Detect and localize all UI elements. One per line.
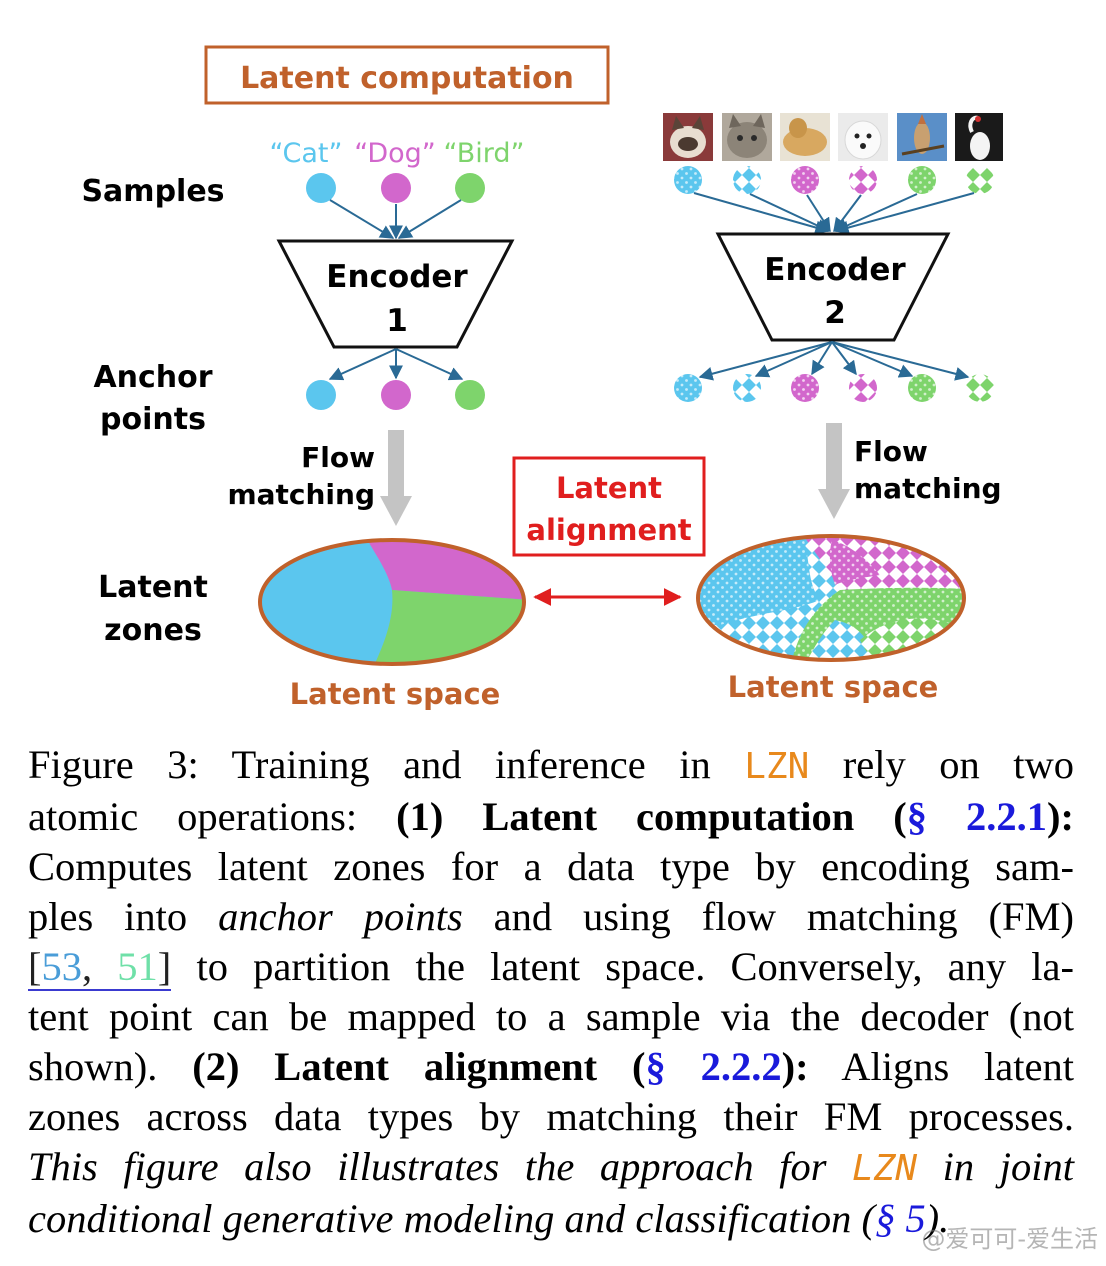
- svg-text:Latent: Latent: [556, 471, 662, 505]
- svg-text:2: 2: [824, 295, 846, 331]
- svg-text:1: 1: [386, 303, 408, 339]
- watermark: @爱可可-爱生活: [921, 1225, 1098, 1253]
- sample-dot-cat: [306, 173, 336, 203]
- section-link-5[interactable]: § 5: [874, 1196, 926, 1241]
- svg-text:Encoder: Encoder: [326, 259, 468, 295]
- anchor-dot-cat-photo-2: [733, 374, 761, 402]
- caption-line-6: tent point can be mapped to a sample via…: [28, 994, 1074, 1039]
- anchor-dot-bird: [455, 380, 485, 410]
- caption-line-10: conditional generative modeling and clas…: [28, 1196, 950, 1241]
- cat-photo-2: [722, 113, 772, 161]
- anchor-dot-bird-photo-2: [966, 374, 994, 402]
- sample-dot-cat-photo-2: [733, 166, 761, 194]
- bird-photo-2: [955, 113, 1003, 161]
- caption-line-5: [53, 51] to partition the latent space. …: [28, 944, 1075, 991]
- encoder-1: Encoder 1: [276, 239, 515, 349]
- lzn-name: LZN: [744, 746, 810, 787]
- citation-link[interactable]: [53, 51]: [28, 944, 172, 991]
- caption-line-4: ples into anchor points and using flow m…: [28, 894, 1074, 939]
- anchor-points-label-2: points: [100, 402, 206, 437]
- anchor-dot-dog: [381, 380, 411, 410]
- flow-matching-left-label: Flow: [301, 441, 375, 474]
- sample-dot-bird-photo-1: [908, 166, 936, 194]
- section-link-2-2-2[interactable]: § 2.2.2: [645, 1044, 782, 1089]
- figure-diagram: Latent computation Samples Anchor points…: [81, 45, 1003, 711]
- encoder-2: Encoder 2: [715, 232, 951, 342]
- caption-line-8: zones across data types by matching thei…: [28, 1094, 1074, 1139]
- sample-label-bird: “Bird”: [444, 138, 525, 169]
- caption-line-7: shown). (2) Latent alignment (§ 2.2.2): …: [28, 1044, 1075, 1089]
- anchor-dot-cat-photo-1: [674, 374, 702, 402]
- encoder2-input-arrows: [693, 192, 975, 235]
- caption-line-1: Figure 3: Training and inference in LZN …: [28, 742, 1074, 787]
- latent-space-left: [258, 538, 526, 666]
- cat-photo-1: [663, 113, 713, 161]
- svg-text:Latent computation: Latent computation: [240, 61, 574, 96]
- encoder1-input-arrows: [329, 199, 462, 240]
- anchor-points-label: Anchor: [93, 360, 212, 395]
- flow-arrow-right: [818, 423, 850, 519]
- flow-arrow-left: [380, 430, 412, 526]
- encoder2-output-arrows: [698, 341, 970, 381]
- dog-photo-1: [780, 113, 830, 161]
- svg-text:Encoder: Encoder: [764, 252, 906, 288]
- latent-space-left-label: Latent space: [290, 677, 501, 711]
- sample-label-cat: “Cat”: [270, 138, 343, 169]
- sample-dot-cat-photo-1: [674, 166, 702, 194]
- sample-dot-bird-photo-2: [966, 166, 994, 194]
- figure-caption: Figure 3: Training and inference in LZN …: [28, 740, 1074, 1244]
- caption-line-2: atomic operations: (1) Latent computatio…: [28, 794, 1074, 839]
- latent-zones-label: Latent: [98, 570, 208, 605]
- sample-dot-dog: [381, 173, 411, 203]
- sample-dot-bird: [455, 173, 485, 203]
- anchor-dot-bird-photo-1: [908, 374, 936, 402]
- latent-space-right: [696, 534, 966, 662]
- flow-matching-left-label-2: matching: [227, 478, 375, 511]
- sample-label-dog: “Dog”: [354, 138, 436, 169]
- flow-matching-right-label: Flow: [854, 435, 928, 468]
- sample-dot-dog-photo-1: [791, 166, 819, 194]
- caption-line-9: This figure also illustrates the approac…: [28, 1144, 1074, 1189]
- anchor-dot-cat: [306, 380, 336, 410]
- sample-dot-dog-photo-2: [849, 166, 877, 194]
- anchor-dot-dog-photo-2: [849, 374, 877, 402]
- caption-line-3: Computes latent zones for a data type by…: [28, 844, 1074, 889]
- latent-alignment-box: Latent alignment: [512, 456, 706, 557]
- anchor-dot-dog-photo-1: [791, 374, 819, 402]
- bird-photo-1: [897, 113, 947, 161]
- encoder1-output-arrows: [328, 348, 464, 381]
- latent-zones-label-2: zones: [104, 613, 202, 648]
- section-link-2-2-1[interactable]: § 2.2.1: [906, 794, 1048, 839]
- samples-label: Samples: [81, 174, 224, 209]
- latent-space-right-label: Latent space: [728, 670, 939, 704]
- photo-row: [663, 113, 1003, 161]
- flow-matching-right-label-2: matching: [854, 472, 1002, 505]
- svg-text:alignment: alignment: [526, 513, 691, 547]
- latent-computation-title: Latent computation: [204, 45, 610, 105]
- dog-photo-2: [838, 113, 888, 161]
